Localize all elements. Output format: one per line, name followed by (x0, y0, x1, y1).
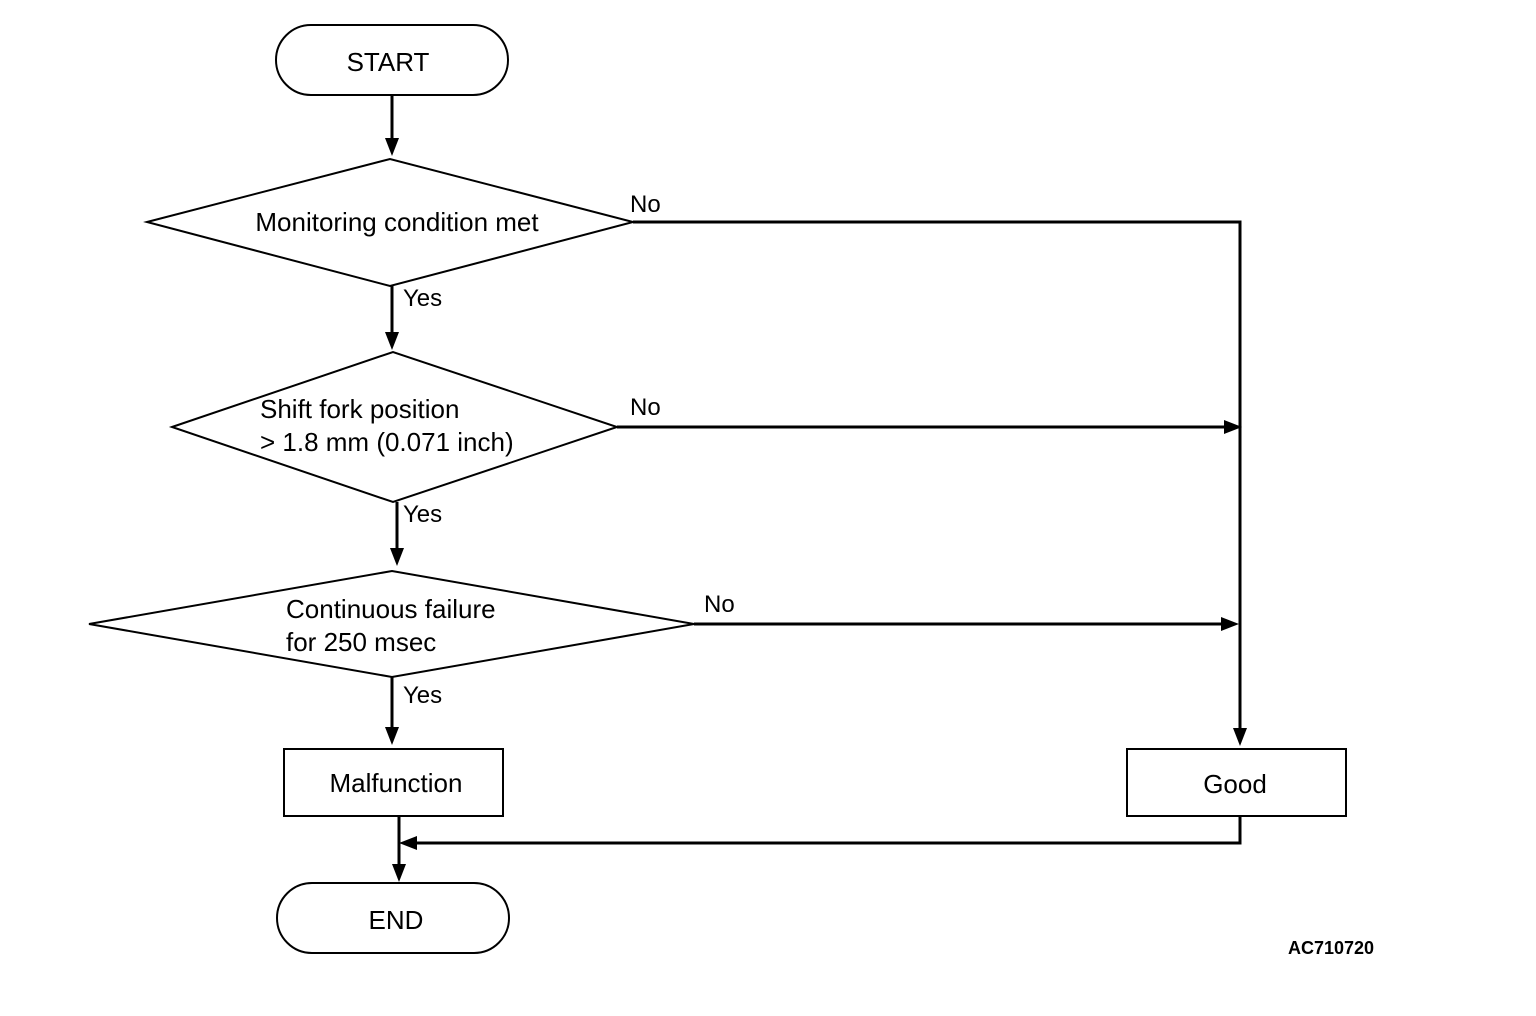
good-label: Good (1203, 769, 1267, 799)
malfunction-box: Malfunction (283, 748, 504, 817)
connector-decision-1-no: No (630, 191, 1247, 746)
connector-malfunction-to-end (392, 816, 406, 882)
decision-3-no-label: No (704, 591, 735, 618)
decision-shift-fork-position: Shift fork position > 1.8 mm (0.071 inch… (168, 350, 621, 504)
decision-1-yes-label: Yes (403, 285, 442, 312)
connector-decision-3-yes: Yes (385, 677, 442, 745)
decision-2-no-label: No (630, 394, 661, 421)
good-box: Good (1126, 748, 1347, 817)
malfunction-label: Malfunction (330, 768, 463, 798)
connector-decision-2-yes: Yes (390, 501, 442, 566)
decision-1-no-label: No (630, 191, 661, 218)
connector-start-to-decision-1 (385, 95, 399, 156)
end-terminal: END (276, 882, 510, 954)
connector-decision-1-yes: Yes (385, 285, 442, 350)
decision-2-yes-label: Yes (403, 501, 442, 528)
end-label: END (369, 905, 424, 935)
connector-good-to-end (399, 816, 1242, 850)
decision-2-label-line-1: Shift fork position (260, 394, 459, 424)
decision-monitoring-condition: Monitoring condition met (143, 157, 637, 288)
start-terminal: START (275, 24, 509, 96)
decision-3-yes-label: Yes (403, 682, 442, 709)
figure-code: AC710720 (1288, 938, 1374, 958)
decision-1-label: Monitoring condition met (255, 207, 539, 237)
connector-decision-2-no: No (617, 394, 1242, 434)
decision-3-label-line-1: Continuous failure (286, 594, 496, 624)
decision-continuous-failure: Continuous failure for 250 msec (88, 569, 695, 679)
decision-3-label-line-2: for 250 msec (286, 627, 436, 657)
start-label: START (347, 47, 430, 77)
connector-decision-3-no: No (694, 591, 1239, 631)
decision-2-label-line-2: > 1.8 mm (0.071 inch) (260, 427, 514, 457)
